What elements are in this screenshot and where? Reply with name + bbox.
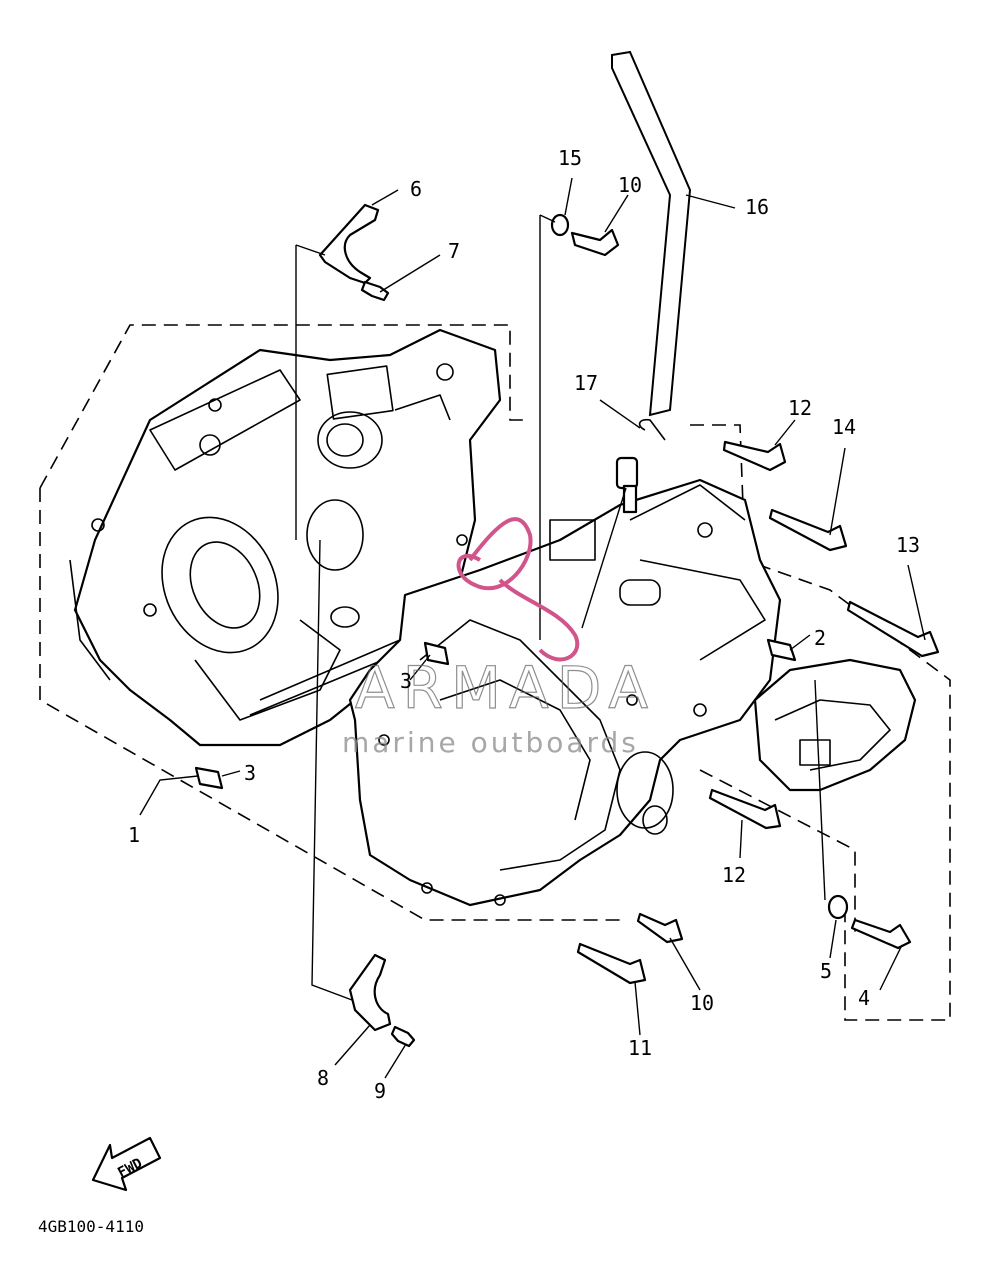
watermark-brand: ARMADA — [355, 654, 656, 722]
bolts — [194, 213, 940, 1048]
watermark-tagline: marine outboards — [342, 726, 639, 759]
callout-14: 14 — [832, 415, 856, 439]
fwd-arrow-icon: FWD — [91, 1136, 162, 1192]
left-crankcase-half — [69, 328, 502, 747]
callout-1: 1 — [128, 823, 140, 847]
callout-13: 13 — [896, 533, 920, 557]
callout-12a: 12 — [788, 396, 812, 420]
callout-16: 16 — [745, 195, 769, 219]
callout-6: 6 — [410, 177, 422, 201]
breather-hose — [611, 50, 692, 417]
callout-8: 8 — [317, 1066, 329, 1090]
callout-12b: 12 — [722, 863, 746, 887]
watermark-logo-icon — [456, 517, 580, 662]
bracket-6 — [318, 203, 380, 285]
callout-2: 2 — [814, 626, 826, 650]
callout-10b: 10 — [690, 991, 714, 1015]
diagram-code: 4GB100-4110 — [38, 1217, 144, 1236]
callout-7: 7 — [448, 239, 460, 263]
callout-15: 15 — [558, 146, 582, 170]
watermark: ARMADA marine outboards — [342, 517, 656, 759]
clip-fitting — [615, 418, 666, 514]
callout-5: 5 — [820, 959, 832, 983]
callout-9: 9 — [374, 1079, 386, 1103]
bracket-8 — [348, 953, 392, 1032]
side-cover — [753, 658, 917, 792]
leader-lines — [139, 177, 926, 1079]
callout-17: 17 — [574, 371, 598, 395]
callout-3b: 3 — [400, 669, 412, 693]
callouts: 1 2 3 3 4 5 6 7 8 9 10 10 11 12 12 13 14… — [128, 146, 920, 1103]
callout-4: 4 — [858, 986, 870, 1010]
callout-11: 11 — [628, 1036, 652, 1060]
callout-3a: 3 — [244, 761, 256, 785]
right-crankcase-half — [348, 478, 782, 907]
callout-10a: 10 — [618, 173, 642, 197]
